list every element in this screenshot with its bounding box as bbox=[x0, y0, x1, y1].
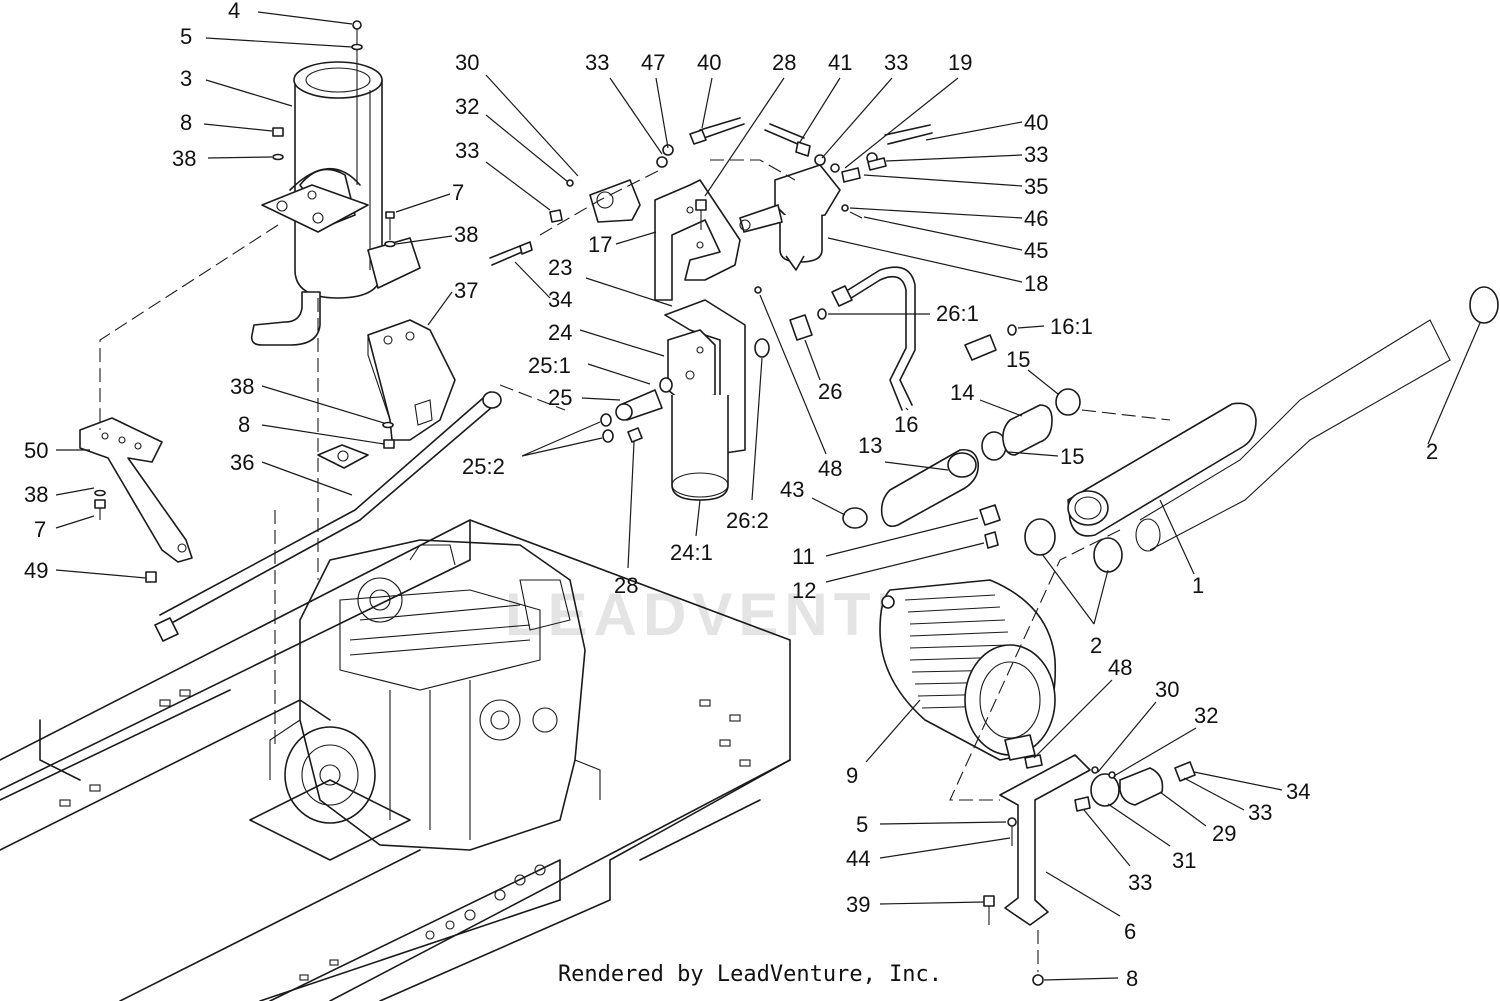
callout-36: 36 bbox=[230, 450, 254, 475]
callout-24-1: 24:1 bbox=[670, 540, 713, 565]
callout-35: 35 bbox=[1024, 174, 1048, 199]
callout-labels: 4 5 3 8 38 7 38 37 38 8 36 50 38 7 49 30… bbox=[24, 0, 1438, 991]
filter-head-24 bbox=[664, 286, 770, 501]
callout-2: 2 bbox=[1090, 633, 1102, 658]
callout-7: 7 bbox=[34, 517, 46, 542]
callout-48: 48 bbox=[1108, 655, 1132, 680]
muffler-assembly bbox=[250, 20, 421, 346]
callout-7: 7 bbox=[452, 180, 464, 205]
callout-47: 47 bbox=[641, 50, 665, 75]
callout-16: 16 bbox=[894, 412, 918, 437]
callout-43: 43 bbox=[780, 477, 804, 502]
callout-25-2: 25:2 bbox=[462, 454, 505, 479]
render-credit: Rendered by LeadVenture, Inc. bbox=[557, 962, 943, 987]
callout-45: 45 bbox=[1024, 238, 1048, 263]
callout-39: 39 bbox=[846, 892, 870, 917]
callout-29: 29 bbox=[1212, 821, 1236, 846]
callout-14: 14 bbox=[950, 380, 974, 405]
mount-bracket-6 bbox=[983, 754, 1196, 986]
callout-38: 38 bbox=[454, 222, 478, 247]
callout-28: 28 bbox=[772, 50, 796, 75]
callout-19: 19 bbox=[948, 50, 972, 75]
callout-33: 33 bbox=[884, 50, 908, 75]
phantom-lines bbox=[99, 159, 1171, 801]
callout-34: 34 bbox=[548, 287, 572, 312]
callout-30: 30 bbox=[455, 50, 479, 75]
fuel-line-16 bbox=[789, 266, 1017, 411]
intake-tube-36 bbox=[154, 391, 502, 642]
fuel-pump-assembly bbox=[489, 117, 745, 266]
callout-33: 33 bbox=[1248, 800, 1272, 825]
duct-assembly bbox=[842, 286, 1499, 573]
callout-18: 18 bbox=[1024, 271, 1048, 296]
callout-8: 8 bbox=[1126, 966, 1138, 991]
callout-33: 33 bbox=[1128, 870, 1152, 895]
callout-33: 33 bbox=[455, 138, 479, 163]
callout-8: 8 bbox=[180, 110, 192, 135]
callout-32: 32 bbox=[455, 94, 479, 119]
callout-4: 4 bbox=[228, 0, 240, 23]
callout-1: 1 bbox=[1192, 573, 1204, 598]
callout-31: 31 bbox=[1172, 848, 1196, 873]
callout-38: 38 bbox=[230, 374, 254, 399]
callout-26-2: 26:2 bbox=[726, 508, 769, 533]
callout-40: 40 bbox=[1024, 110, 1048, 135]
callout-11: 11 bbox=[792, 544, 815, 569]
callout-33: 33 bbox=[585, 50, 609, 75]
callout-3: 3 bbox=[180, 66, 192, 91]
bracket-17 bbox=[654, 179, 741, 301]
callout-48: 48 bbox=[818, 456, 842, 481]
callout-8: 8 bbox=[238, 412, 250, 437]
callout-40: 40 bbox=[697, 50, 721, 75]
callout-41: 41 bbox=[828, 50, 852, 75]
engine-frame-assembly bbox=[0, 519, 791, 1001]
callout-44: 44 bbox=[846, 846, 870, 871]
callout-38: 38 bbox=[172, 146, 196, 171]
callout-34: 34 bbox=[1286, 779, 1310, 804]
fitting-25 bbox=[600, 377, 673, 443]
callout-38: 38 bbox=[24, 482, 48, 507]
callout-26: 26 bbox=[818, 379, 842, 404]
leader-lines bbox=[55, 11, 1481, 981]
callout-5: 5 bbox=[180, 24, 192, 49]
callout-23: 23 bbox=[548, 255, 572, 280]
callout-5: 5 bbox=[856, 812, 868, 837]
callout-13: 13 bbox=[858, 433, 882, 458]
callout-50: 50 bbox=[24, 438, 48, 463]
callout-25-1: 25:1 bbox=[528, 353, 571, 378]
callout-32: 32 bbox=[1194, 703, 1218, 728]
callout-37: 37 bbox=[454, 278, 478, 303]
callout-6: 6 bbox=[1124, 919, 1136, 944]
callout-17: 17 bbox=[588, 232, 612, 257]
bracket-50 bbox=[79, 417, 193, 583]
callout-12: 12 bbox=[792, 578, 816, 603]
callout-46: 46 bbox=[1024, 206, 1048, 231]
callout-30: 30 bbox=[1155, 677, 1179, 702]
callout-9: 9 bbox=[846, 763, 858, 788]
fuel-filter-18 bbox=[739, 123, 933, 271]
callout-15: 15 bbox=[1060, 444, 1084, 469]
bracket-37 bbox=[367, 319, 456, 449]
callout-15: 15 bbox=[1006, 347, 1030, 372]
air-cleaner-9 bbox=[879, 579, 1057, 761]
callout-24: 24 bbox=[548, 320, 572, 345]
callout-25: 25 bbox=[548, 385, 572, 410]
callout-28: 28 bbox=[614, 573, 638, 598]
exhaust-gasket bbox=[317, 444, 369, 469]
callout-26-1: 26:1 bbox=[936, 301, 979, 326]
callout-16-1: 16:1 bbox=[1050, 314, 1093, 339]
callout-2: 2 bbox=[1426, 439, 1438, 464]
callout-49: 49 bbox=[24, 558, 48, 583]
callout-33: 33 bbox=[1024, 142, 1048, 167]
